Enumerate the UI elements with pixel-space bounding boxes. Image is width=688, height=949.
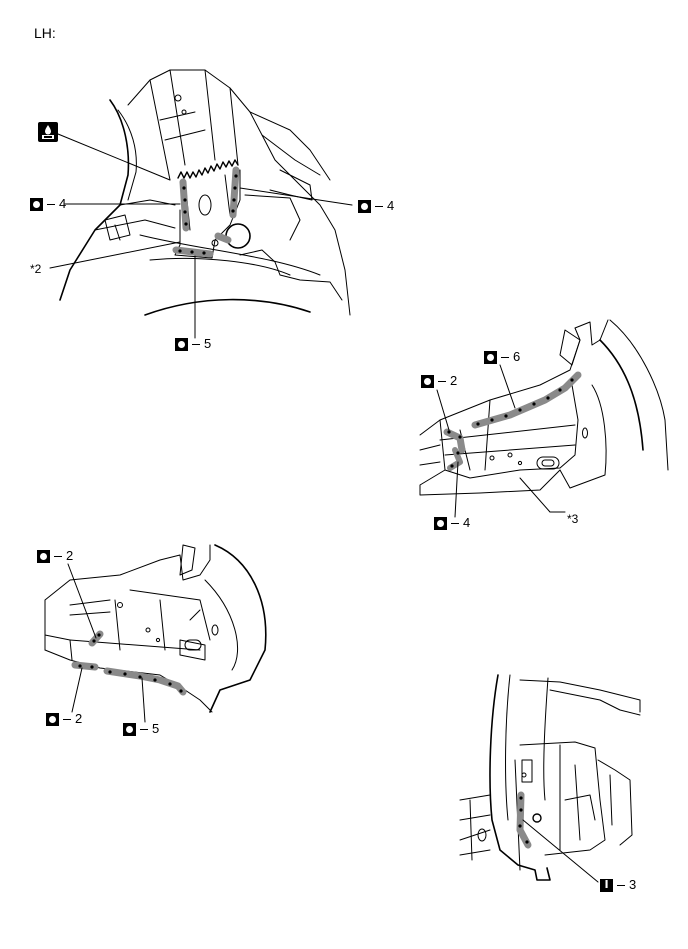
side-label: LH:	[34, 25, 56, 41]
bottom-right-leaders	[522, 819, 599, 883]
callout-value: 3	[629, 877, 637, 892]
callout-value: 5	[152, 721, 160, 736]
lower-left-leaders	[67, 563, 146, 723]
top-view-leaders	[49, 133, 353, 339]
spot-weld-icon	[421, 374, 434, 388]
callout-mid-right-top: 6	[484, 350, 520, 364]
middle-right-weld-dots	[447, 378, 574, 468]
spot-weld-icon	[175, 337, 188, 351]
plug-weld-icon	[600, 878, 613, 892]
middle-right-leaders	[436, 364, 566, 518]
callout-mid-right-left: 2	[421, 374, 457, 388]
callout-lower-left-bottom-left: 2	[46, 712, 82, 726]
top-view-weld-dots	[178, 174, 238, 255]
spot-weld-icon	[37, 549, 50, 563]
callout-bottom-right: 3	[600, 878, 636, 892]
reference-mark-mid: *3	[567, 512, 579, 526]
callout-value: 4	[463, 515, 471, 530]
callout-mid-right-bottom: 4	[434, 516, 470, 530]
callout-value: 5	[204, 336, 212, 351]
callout-value: 2	[450, 373, 458, 388]
callout-lower-left-top: 2	[37, 549, 73, 563]
sealer-icon	[38, 122, 58, 142]
callout-value: 2	[75, 711, 83, 726]
callout-value: 6	[513, 349, 521, 364]
spot-weld-icon	[484, 350, 497, 364]
bottom-right-view-drawing	[459, 674, 641, 881]
callout-top-bottom-weld: 5	[175, 337, 211, 351]
top-view-drawing	[59, 69, 351, 316]
lower-left-weld-dots	[78, 633, 183, 693]
callout-value: 4	[59, 196, 67, 211]
callout-value: 4	[387, 198, 395, 213]
bottom-right-weld-dots	[518, 796, 529, 844]
spot-weld-icon	[358, 199, 371, 213]
reference-mark-top: *2	[30, 262, 42, 276]
callout-lower-left-bottom-right: 5	[123, 722, 159, 736]
spot-weld-icon	[30, 197, 43, 211]
spot-weld-icon	[123, 722, 136, 736]
callout-top-right-weld: 4	[358, 199, 394, 213]
spot-weld-icon	[434, 516, 447, 530]
callout-value: 2	[66, 548, 74, 563]
callout-top-left-weld: 4	[30, 197, 66, 211]
spot-weld-icon	[46, 712, 59, 726]
